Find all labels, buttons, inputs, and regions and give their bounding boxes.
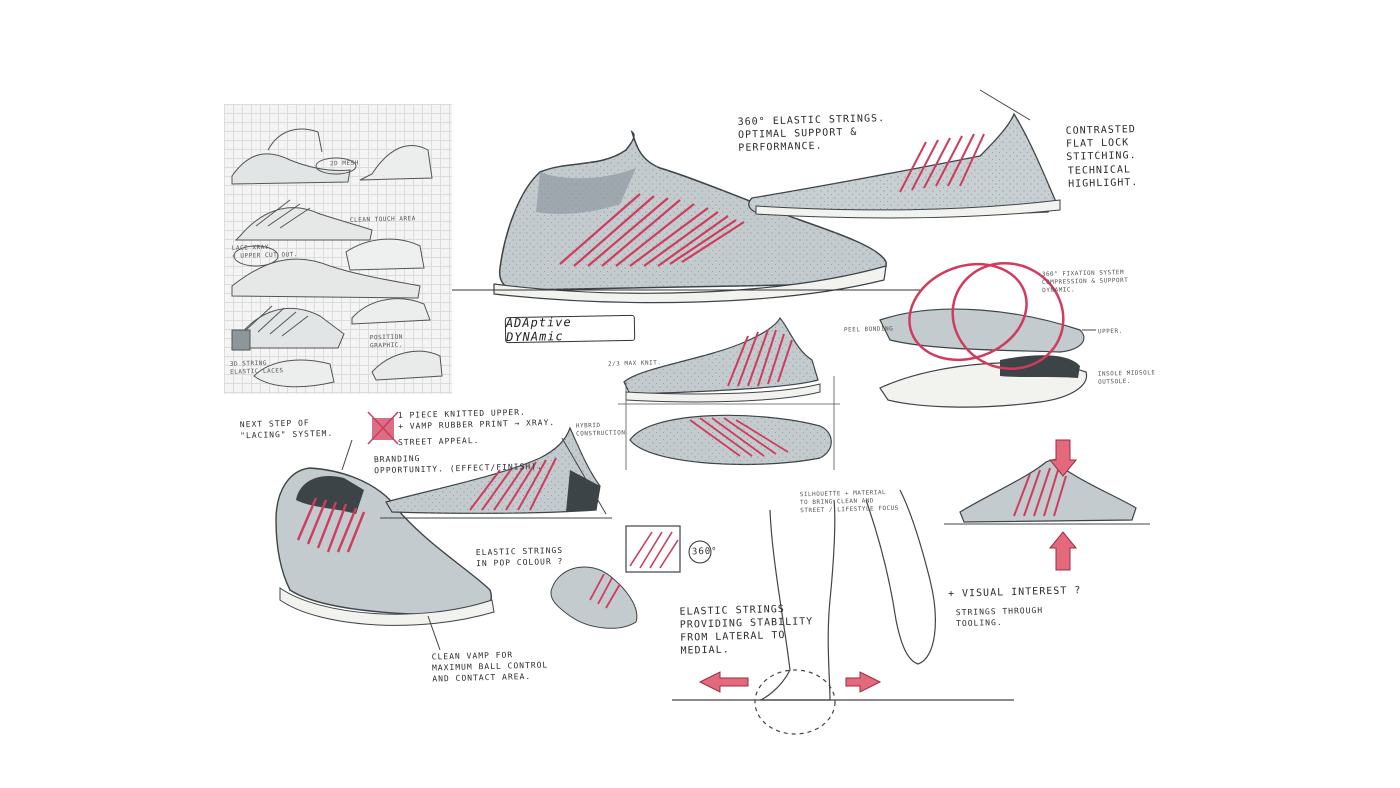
note-string-laces: 3D STRING ELASTIC LACES bbox=[229, 359, 284, 376]
note-stability: ELASTIC STRINGS PROVIDING STABILITY FROM… bbox=[679, 603, 814, 657]
fixation-system-sketch bbox=[879, 262, 1096, 408]
note-street-appeal: STREET APPEAL. bbox=[397, 435, 480, 448]
thumbnail-sketches bbox=[231, 128, 443, 388]
note-silhouette: SILHOUETTE + MATERIAL TO BRING CLEAN AND… bbox=[799, 489, 899, 515]
note-knit-ratio: 2/3 MAX KNIT. bbox=[607, 359, 662, 368]
hybrid-construction-shoe-sketch bbox=[380, 426, 612, 519]
note-midsole: INSOLE MIDSOLE OUTSOLE. bbox=[1097, 369, 1156, 386]
note-elastic-strings: 360° ELASTIC STRINGS. OPTIMAL SUPPORT & … bbox=[737, 113, 886, 154]
note-upper: UPPER. bbox=[1097, 327, 1123, 336]
hero-shoe-sketch bbox=[452, 130, 920, 304]
note-contrasted-stitching: CONTRASTED FLAT LOCK STITCHING. bbox=[1065, 124, 1137, 163]
note-clean-touch: CLEAN TOUCH AREA bbox=[349, 215, 416, 224]
down-arrow-icon bbox=[1048, 439, 1078, 477]
note-technical-highlight: TECHNICAL HIGHLIGHT. bbox=[1067, 164, 1139, 190]
badge-360: 360° bbox=[691, 546, 718, 558]
note-lace-xray: LACE XRAY. + UPPER CUT OUT. bbox=[231, 243, 298, 260]
note-one-piece-upper: 1 PIECE KNITTED UPPER. + VAMP RUBBER PRI… bbox=[397, 407, 556, 432]
note-elastic-colour: ELASTIC STRINGS IN POP COLOUR ? bbox=[475, 545, 564, 569]
note-position-graphic: POSITION GRAPHIC. bbox=[369, 333, 404, 350]
xray-swatch-icon bbox=[367, 411, 399, 445]
note-fixation-system: 360° FIXATION SYSTEM COMPRESSION & SUPPO… bbox=[1041, 268, 1129, 295]
note-2d-mesh: 2D MESH bbox=[329, 159, 359, 168]
note-hybrid-construction: HYBRID CONSTRUCTION bbox=[575, 422, 626, 438]
center-shoe-sketch bbox=[618, 316, 840, 470]
heel-view-shoe-sketch bbox=[550, 525, 712, 629]
lateral-arrow-icon bbox=[698, 671, 749, 693]
note-clean-vamp: CLEAN VAMP FOR MAXIMUM BALL CONTROL AND … bbox=[431, 650, 549, 684]
medial-arrow-icon bbox=[845, 671, 882, 693]
compression-shoe-sketch bbox=[944, 458, 1150, 525]
foot-stability-sketch bbox=[672, 489, 1014, 735]
note-strings-tooling: STRINGS THROUGH TOOLING. bbox=[955, 605, 1044, 629]
note-peel-bonding: PEEL BONDING bbox=[843, 325, 894, 334]
note-next-step: NEXT STEP OF "LACING" SYSTEM. bbox=[239, 418, 334, 441]
note-branding: BRANDING OPPORTUNITY. (EFFECT/FINISH). bbox=[373, 453, 543, 476]
up-arrow-icon bbox=[1048, 531, 1078, 571]
front-three-quarter-shoe-sketch bbox=[275, 439, 495, 651]
side-view-shoe-sketch bbox=[748, 89, 1061, 219]
concept-title: ADAptive DYNAmic bbox=[504, 314, 636, 344]
